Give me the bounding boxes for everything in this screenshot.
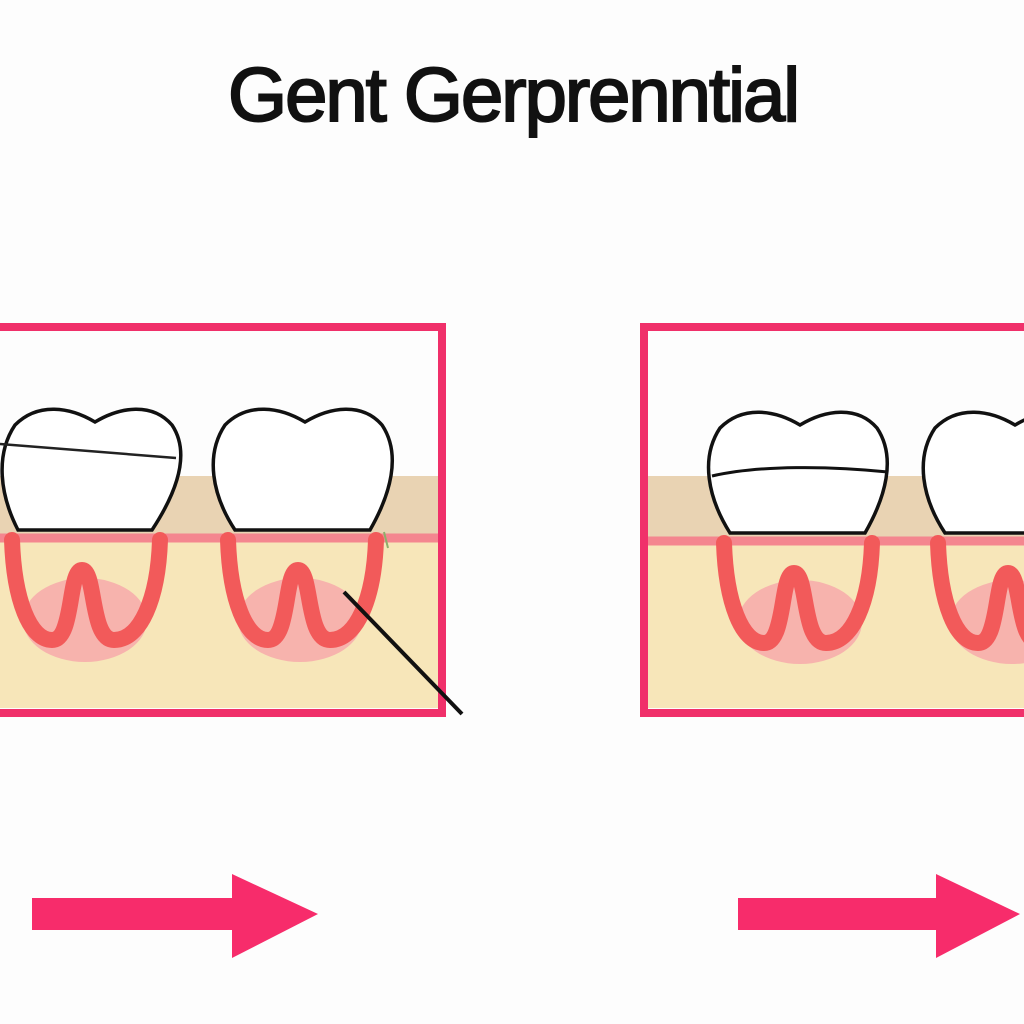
tooth-root bbox=[716, 535, 880, 651]
mark-line bbox=[383, 531, 389, 549]
panel-frame bbox=[0, 323, 446, 717]
arrow-right-icon bbox=[32, 874, 318, 958]
tooth-4 bbox=[921, 410, 1024, 664]
arrow-head bbox=[936, 874, 1020, 958]
arrow-right-icon bbox=[738, 874, 1020, 958]
arrow-shaft bbox=[32, 898, 238, 930]
right-panel bbox=[640, 323, 1024, 717]
tooth-root bbox=[4, 532, 168, 648]
left-panel bbox=[0, 323, 464, 717]
tooth-2 bbox=[211, 407, 395, 662]
page-title: Gent Gerprenntial bbox=[227, 52, 801, 139]
arrow-shaft bbox=[738, 898, 944, 930]
floss-line bbox=[711, 466, 889, 478]
tooth-crown bbox=[211, 407, 395, 532]
tooth-3 bbox=[706, 410, 890, 664]
tooth-crown bbox=[921, 410, 1024, 535]
tooth-root bbox=[220, 532, 384, 648]
tooth-root bbox=[930, 535, 1024, 651]
tooth-1 bbox=[0, 407, 183, 662]
arrow-head bbox=[232, 874, 318, 958]
pointer-line bbox=[342, 590, 464, 716]
floss-line bbox=[0, 442, 177, 460]
tooth-crown bbox=[0, 407, 183, 532]
panel-frame bbox=[640, 323, 1024, 717]
tooth-crown bbox=[706, 410, 890, 535]
